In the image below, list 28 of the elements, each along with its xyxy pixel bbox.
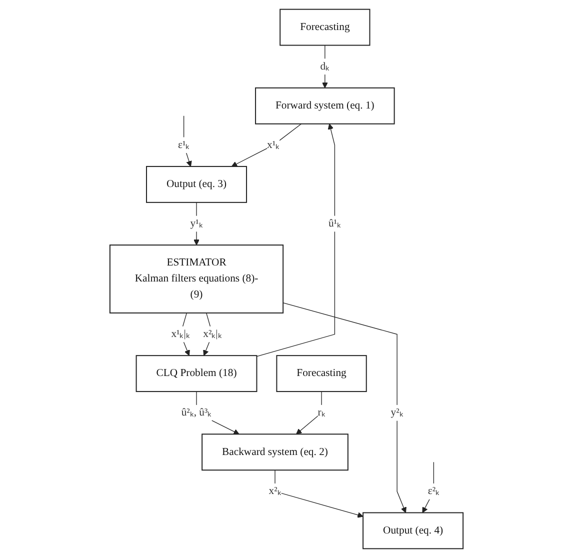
arrow [282,302,406,512]
arrow [296,390,322,434]
node-box: ESTIMATOR Kalman filters equations (8)-(9) [109,244,284,313]
arrow [256,123,336,356]
node-box: Backward system (eq. 2) [202,433,348,470]
edge-label: x²ₖ|ₖ [203,328,222,340]
edge-label: x¹ₖ|ₖ [171,328,190,340]
arrow [274,469,364,518]
node-box: Output (eq. 4) [362,512,464,549]
edge-label: y¹ₖ [190,217,203,229]
edge-label: ε¹ₖ [178,138,190,150]
edge-label: rₖ [318,406,326,418]
node-box: Forecasting [280,8,370,46]
arrow [203,312,213,356]
edge-label: x¹ₖ [267,138,280,150]
edge-label: û²ₖ, û³ₖ [181,406,212,418]
node-box: CLQ Problem (18) [136,354,258,392]
arrow [422,461,434,512]
arrow [231,123,302,166]
edge-label: dₖ [320,60,330,72]
node-box: Forecasting [276,354,367,392]
node-box: Forward system (eq. 1) [255,86,395,124]
arrow [183,115,192,166]
edge-label: ε²ₖ [428,484,440,496]
edge-label: y²ₖ [390,406,404,418]
edge-label: û¹ₖ [328,217,341,229]
edge-label: x²ₖ [268,484,282,496]
node-box: Output (eq. 3) [146,165,248,202]
